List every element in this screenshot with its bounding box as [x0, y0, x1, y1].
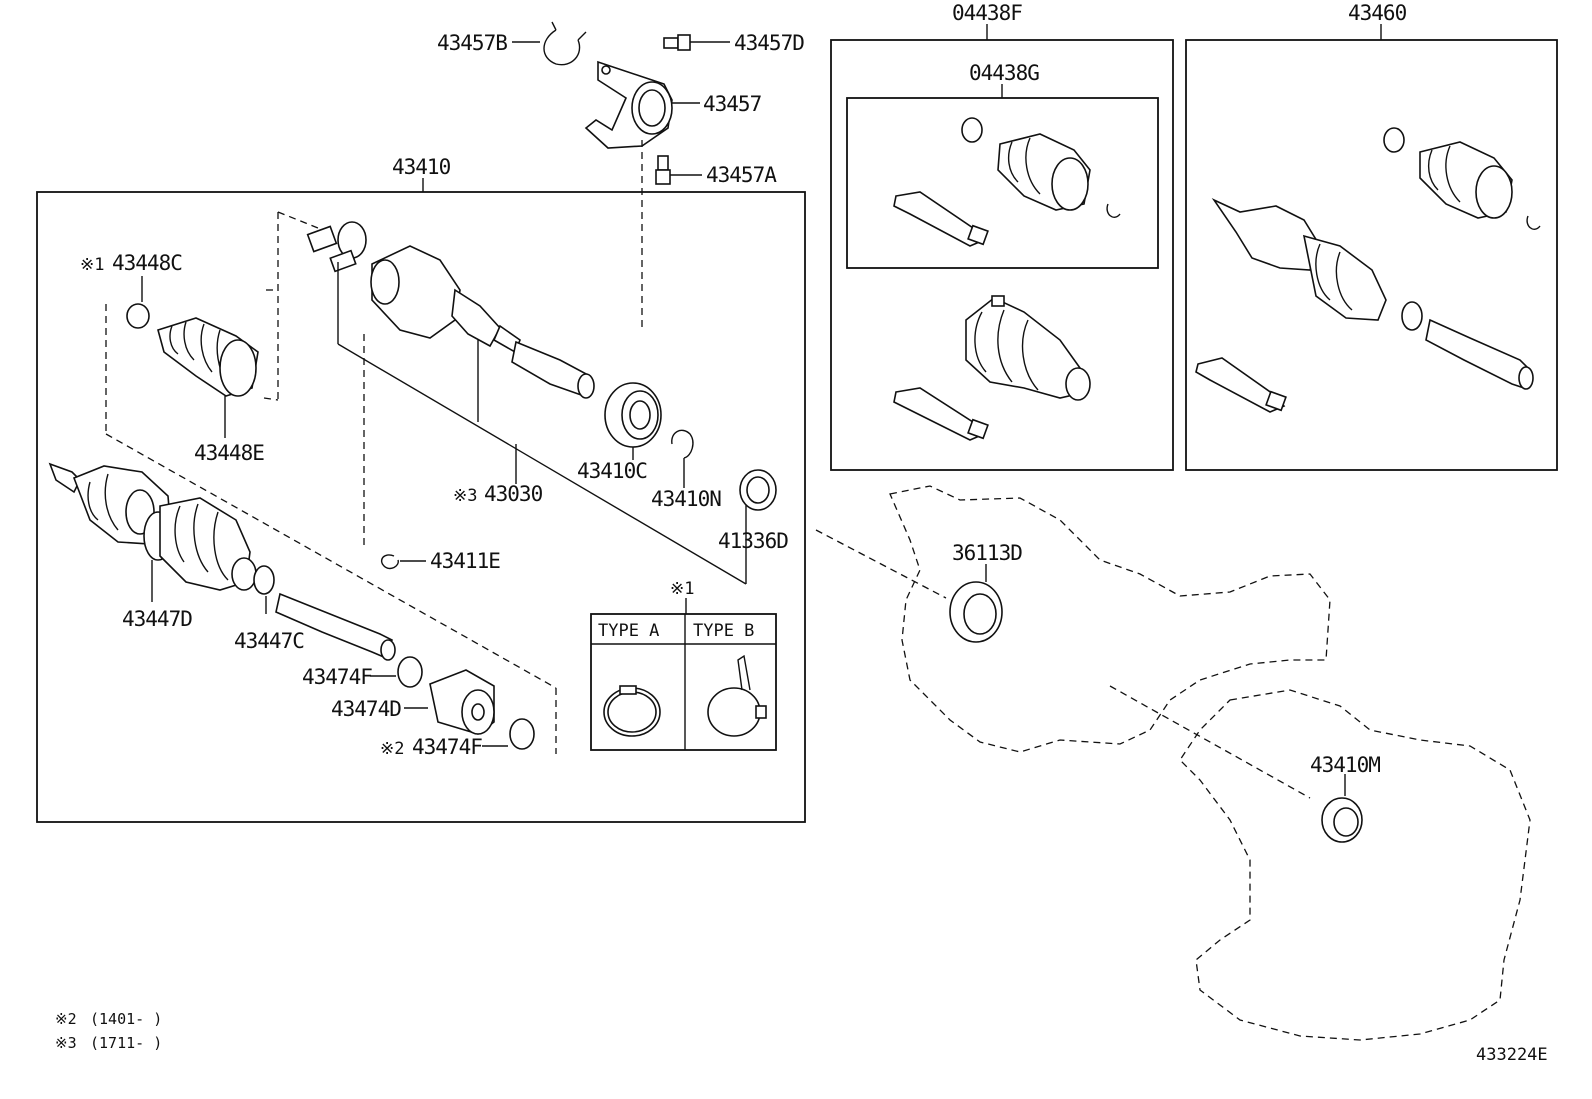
transmission-case [889, 485, 1331, 753]
clamp-43474F-2 [509, 718, 535, 750]
label-43410N: 43410N [651, 487, 721, 511]
kit-box-04438G [846, 97, 1159, 269]
mark-43448C: ※1 [80, 255, 104, 275]
tripod-joint [306, 221, 367, 273]
label-43474F: 43474F [302, 665, 372, 689]
kit-04438G-parts [893, 117, 1121, 247]
note-2-mark: ※2 [55, 1010, 77, 1028]
label-43411E: 43411E [430, 549, 500, 573]
seal-41336D [739, 469, 777, 511]
label-43457B: 43457B [437, 31, 507, 55]
kit-box-43460 [1185, 39, 1558, 471]
label-43457: 43457 [703, 92, 762, 116]
bearing-36113D [949, 581, 1003, 643]
label-43448E: 43448E [194, 441, 264, 465]
intermediate-shaft [275, 592, 396, 661]
clip-43411E [380, 554, 399, 570]
mark-43474F-2: ※2 [380, 739, 404, 759]
type-table-mark: ※1 [670, 579, 694, 599]
label-43030: 43030 [484, 482, 543, 506]
bearing-43410C [604, 382, 662, 448]
label-43447D: 43447D [122, 607, 192, 631]
type-b-label: TYPE B [693, 621, 754, 641]
ring-43410N [671, 429, 694, 459]
label-43460: 43460 [1348, 1, 1407, 25]
note-3-text: (1711- ) [90, 1034, 162, 1052]
outer-cv-joint-43447D [48, 462, 275, 595]
type-table [590, 613, 777, 751]
clamp-type-b-drawing [707, 654, 767, 737]
note-2-text: (1401- ) [90, 1010, 162, 1028]
label-04438F: 04438F [952, 1, 1022, 25]
label-04438G: 04438G [969, 61, 1039, 85]
snap-ring-43457B [543, 21, 587, 66]
bolt-43457D [663, 34, 691, 51]
assembly-box-43410 [36, 191, 806, 823]
clamp-type-a-drawing [603, 685, 661, 737]
clamp-43474F [397, 656, 423, 688]
label-43410M: 43410M [1310, 753, 1380, 777]
bearing-43410M [1321, 797, 1363, 843]
kit-box-04438F [830, 39, 1174, 471]
label-41336D: 41336D [718, 529, 788, 553]
label-43457D: 43457D [734, 31, 804, 55]
figure-id: 433224E [1476, 1045, 1548, 1065]
note-3-mark: ※3 [55, 1034, 77, 1052]
clamp-43448C [126, 303, 150, 329]
mark-43030: ※3 [453, 486, 477, 506]
differential-housing [1179, 689, 1531, 1041]
bolt-43457A [655, 155, 671, 185]
label-43474F-2: 43474F [412, 735, 482, 759]
kit-04438F-parts [893, 295, 1091, 441]
damper-43474D [429, 669, 495, 735]
outboard-housing [370, 245, 521, 354]
label-43474D: 43474D [331, 697, 401, 721]
label-43410: 43410 [392, 155, 451, 179]
shaft-stub [511, 340, 595, 399]
boot-43448E [157, 317, 259, 397]
bearing-bracket-43457 [584, 60, 673, 149]
label-43457A: 43457A [706, 163, 777, 187]
label-36113D: 36113D [952, 541, 1022, 565]
label-43448C: 43448C [112, 251, 182, 275]
type-a-label: TYPE A [598, 621, 659, 641]
label-43410C: 43410C [577, 459, 647, 483]
kit-43460-parts [1195, 127, 1541, 413]
label-43447C: 43447C [234, 629, 304, 653]
